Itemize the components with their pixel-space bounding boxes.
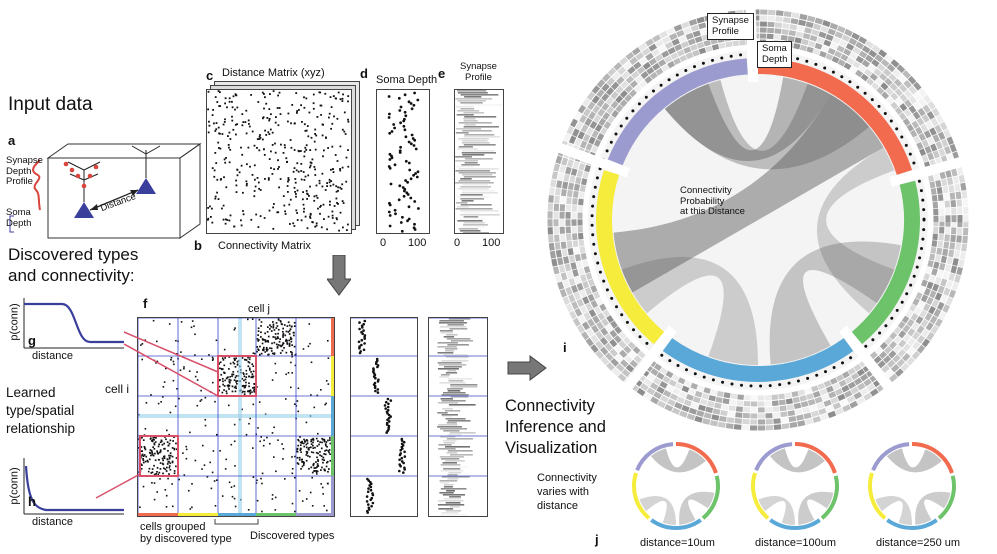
connectivity-matrix-label: Connectivity Matrix — [218, 240, 311, 252]
cell-i-label: cell i — [105, 382, 130, 396]
down-arrow-icon — [327, 255, 351, 297]
synapse-profile-plot — [454, 89, 504, 234]
panel-b-label: b — [194, 238, 202, 253]
soma-depth-title: Soma Depth — [376, 74, 438, 86]
synapse-profile-ring-label: Synapse Profile — [707, 13, 754, 40]
soma-depth-tick-100: 100 — [408, 237, 427, 249]
soma-depth-ring-label: Soma Depth — [757, 41, 793, 68]
distance-250um-label: distance=250 um — [876, 537, 961, 549]
sorted-soma-depth-plot — [350, 317, 418, 517]
panel-a-label: a — [8, 133, 16, 148]
distance-10um-label: distance=10um — [640, 537, 715, 549]
cells-grouped-caption: cells grouped by discovered type — [140, 521, 232, 545]
panel-d-label: d — [360, 66, 368, 81]
panel-c-label: c — [206, 68, 214, 83]
panel-g-ylabel: p(conn) — [8, 303, 21, 341]
cube-diagram — [9, 143, 202, 239]
panel-g-label: g — [28, 333, 36, 348]
soma-depth-label: Soma Depth — [6, 207, 32, 229]
panel-h-label: h — [28, 494, 36, 509]
sorted-synapse-profile-plot — [428, 317, 488, 517]
cell-j-label: cell j — [248, 303, 271, 315]
inference-title: Connectivity Inference and Visualization — [505, 397, 606, 457]
panel-g-xlabel: distance — [32, 350, 73, 362]
learned-title: Learned type/spatial relationship — [6, 385, 76, 436]
discovered-title: Discovered types and connectivity: — [8, 245, 139, 285]
synapse-profile-tick-100: 100 — [482, 237, 501, 249]
panel-j-circle-10um — [626, 440, 726, 540]
connectivity-chord-diagram — [547, 1, 969, 431]
panel-h-ylabel: p(conn) — [8, 467, 21, 505]
soma-depth-plot — [376, 89, 430, 234]
input-data-title: Input data — [8, 94, 93, 115]
soma-depth-tick-0: 0 — [380, 237, 387, 249]
distance-100um-label: distance=100um — [755, 537, 837, 549]
panel-h-plot — [6, 456, 126, 526]
distance-matrix-label: Distance Matrix (xyz) — [222, 67, 325, 79]
synapse-depth-profile-label: Synapse Depth Profile — [6, 155, 43, 187]
connectivity-varies-caption: Connectivity varies with distance — [537, 472, 597, 512]
panel-i-circle-plot — [538, 0, 978, 440]
panel-j-label: j — [595, 532, 599, 547]
synapse-profile-tick-0: 0 — [454, 237, 461, 249]
panel-h-xlabel: distance — [32, 516, 73, 528]
sorted-connectivity-matrix — [137, 317, 335, 517]
panel-i-label: i — [563, 340, 567, 355]
panel-e-label: e — [438, 66, 446, 81]
connectivity-probability-label: Connectivity Probability at this Distanc… — [680, 185, 745, 217]
panel-g-plot — [6, 296, 126, 366]
panel-j-circle-250um — [862, 440, 962, 540]
synapse-profile-title: Synapse Profile — [460, 61, 497, 83]
panel-a-illustration — [0, 140, 210, 240]
panel-j-circle-100um — [745, 440, 845, 540]
panel-f-label: f — [143, 296, 148, 311]
connectivity-matrix — [206, 89, 352, 234]
discovered-types-caption: Discovered types — [250, 530, 335, 542]
